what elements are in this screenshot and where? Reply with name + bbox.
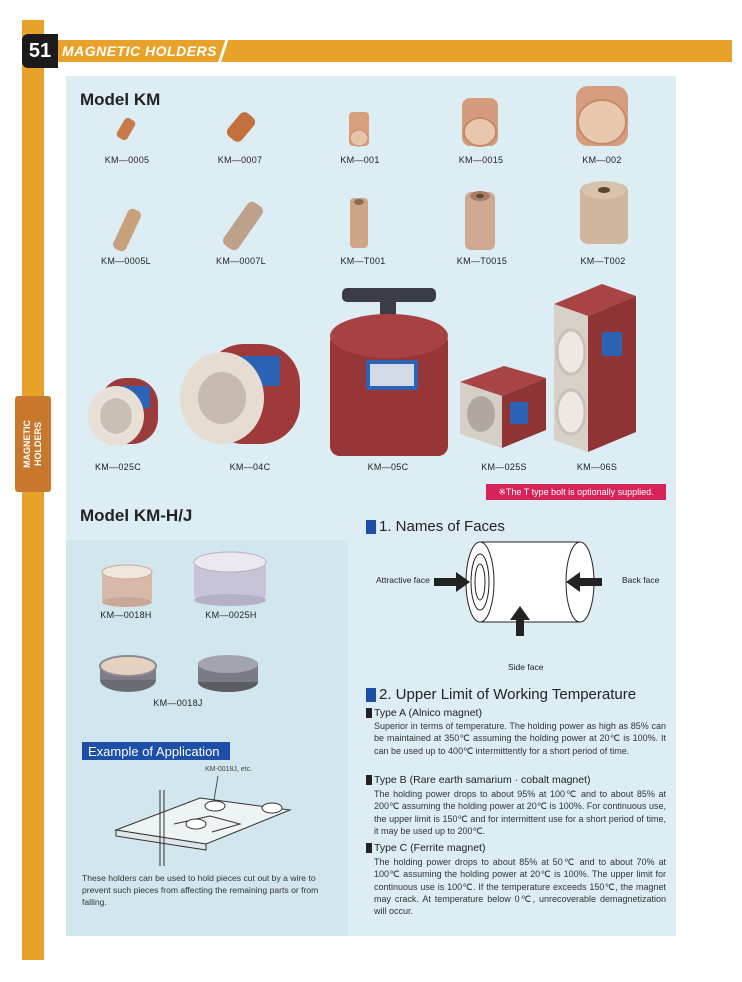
type-a-heading: Type A (Alnico magnet) bbox=[366, 707, 482, 719]
product-km-0025h bbox=[193, 551, 267, 606]
product-km-025s bbox=[460, 366, 546, 448]
product-km-0018h bbox=[101, 564, 153, 607]
product-km-025c bbox=[88, 378, 158, 446]
type-b-body: The holding power drops to about 95% at … bbox=[374, 789, 666, 836]
temperature-title: 2. Upper Limit of Working Temperature bbox=[379, 686, 637, 703]
side-face-label: Side face bbox=[508, 662, 544, 672]
product-km-t0015 bbox=[465, 191, 495, 250]
product-km-0005l bbox=[113, 208, 141, 252]
type-c-body: The holding power drops to about 85% at … bbox=[374, 857, 666, 917]
label-km-t001: KM—T001 bbox=[340, 256, 386, 266]
label-km-025c: KM—025C bbox=[94, 462, 142, 472]
type-a-body: Superior in terms of temperature. The ho… bbox=[374, 721, 666, 756]
side-tab-label: MAGNETIC HOLDERS bbox=[22, 420, 43, 468]
example-heading: Example of Application bbox=[82, 742, 230, 760]
type-c-title: Type C (Ferrite magnet) bbox=[374, 842, 486, 854]
label-km-04c: KM—04C bbox=[229, 462, 271, 472]
faces-heading: 1. Names of Faces bbox=[366, 518, 505, 535]
bullet-marker bbox=[366, 708, 372, 718]
product-km-06s bbox=[554, 284, 636, 452]
faces-title: 1. Names of Faces bbox=[379, 518, 505, 535]
bullet-marker bbox=[366, 843, 372, 853]
product-km-05c bbox=[330, 288, 448, 456]
product-km-0018j bbox=[99, 655, 258, 692]
label-km-t002: KM—T002 bbox=[580, 256, 626, 266]
type-b-heading: Type B (Rare earth samarium · cobalt mag… bbox=[366, 774, 591, 786]
product-km-0007 bbox=[226, 112, 256, 142]
product-km-04c bbox=[180, 344, 300, 444]
example-caption: These holders can be used to hold pieces… bbox=[82, 873, 319, 907]
type-c-heading: Type C (Ferrite magnet) bbox=[366, 842, 485, 854]
temperature-heading: 2. Upper Limit of Working Temperature bbox=[366, 686, 636, 703]
product-km-0015 bbox=[462, 98, 498, 147]
type-b-title: Type B (Rare earth samarium · cobalt mag… bbox=[374, 774, 591, 786]
page-number: 51 bbox=[22, 34, 58, 68]
label-km-0025h: KM—0025H bbox=[205, 610, 257, 620]
product-km-002 bbox=[576, 86, 628, 146]
heading-marker bbox=[366, 519, 376, 534]
attractive-face-label: Attractive face bbox=[376, 575, 430, 585]
label-km-025s: KM—025S bbox=[481, 462, 527, 472]
label-km-001: KM—001 bbox=[340, 155, 380, 165]
model-km-title: Model KM bbox=[80, 90, 161, 109]
label-km-0018h: KM—0018H bbox=[100, 610, 152, 620]
model-kmhj-title: Model KM-H/J bbox=[80, 506, 193, 525]
type-a-title: Type A (Alnico magnet) bbox=[374, 707, 482, 719]
label-km-0005l: KM—0005L bbox=[101, 256, 151, 266]
example-callout: KM-0018J, etc. bbox=[205, 766, 253, 773]
product-km-t001 bbox=[350, 198, 368, 248]
label-km-06s: KM—06S bbox=[576, 462, 618, 472]
section-title: MAGNETIC HOLDERS bbox=[62, 43, 217, 59]
label-km-0007l: KM—0007L bbox=[216, 256, 266, 266]
label-km-0018j: KM—0018J bbox=[153, 698, 203, 708]
product-km-t002 bbox=[580, 181, 628, 244]
label-km-0007: KM—0007 bbox=[217, 155, 263, 165]
label-km-05c: KM—05C bbox=[367, 462, 409, 472]
label-km-0005: KM—0005 bbox=[104, 155, 150, 165]
label-km-t0015: KM—T0015 bbox=[456, 256, 508, 266]
label-km-002: KM—002 bbox=[582, 155, 622, 165]
bullet-marker bbox=[366, 775, 372, 785]
side-tab bbox=[15, 396, 51, 492]
example-diagram bbox=[114, 775, 292, 866]
label-km-0015: KM—0015 bbox=[458, 155, 504, 165]
back-face-label: Back face bbox=[622, 575, 660, 585]
product-km-0007l bbox=[223, 201, 263, 251]
t-bolt-note: ※The T type bolt is optionally supplied. bbox=[486, 484, 666, 500]
product-km-001 bbox=[349, 112, 369, 147]
faces-cylinder-diagram bbox=[434, 541, 602, 636]
heading-marker bbox=[366, 687, 376, 702]
product-km-0005 bbox=[116, 117, 136, 141]
